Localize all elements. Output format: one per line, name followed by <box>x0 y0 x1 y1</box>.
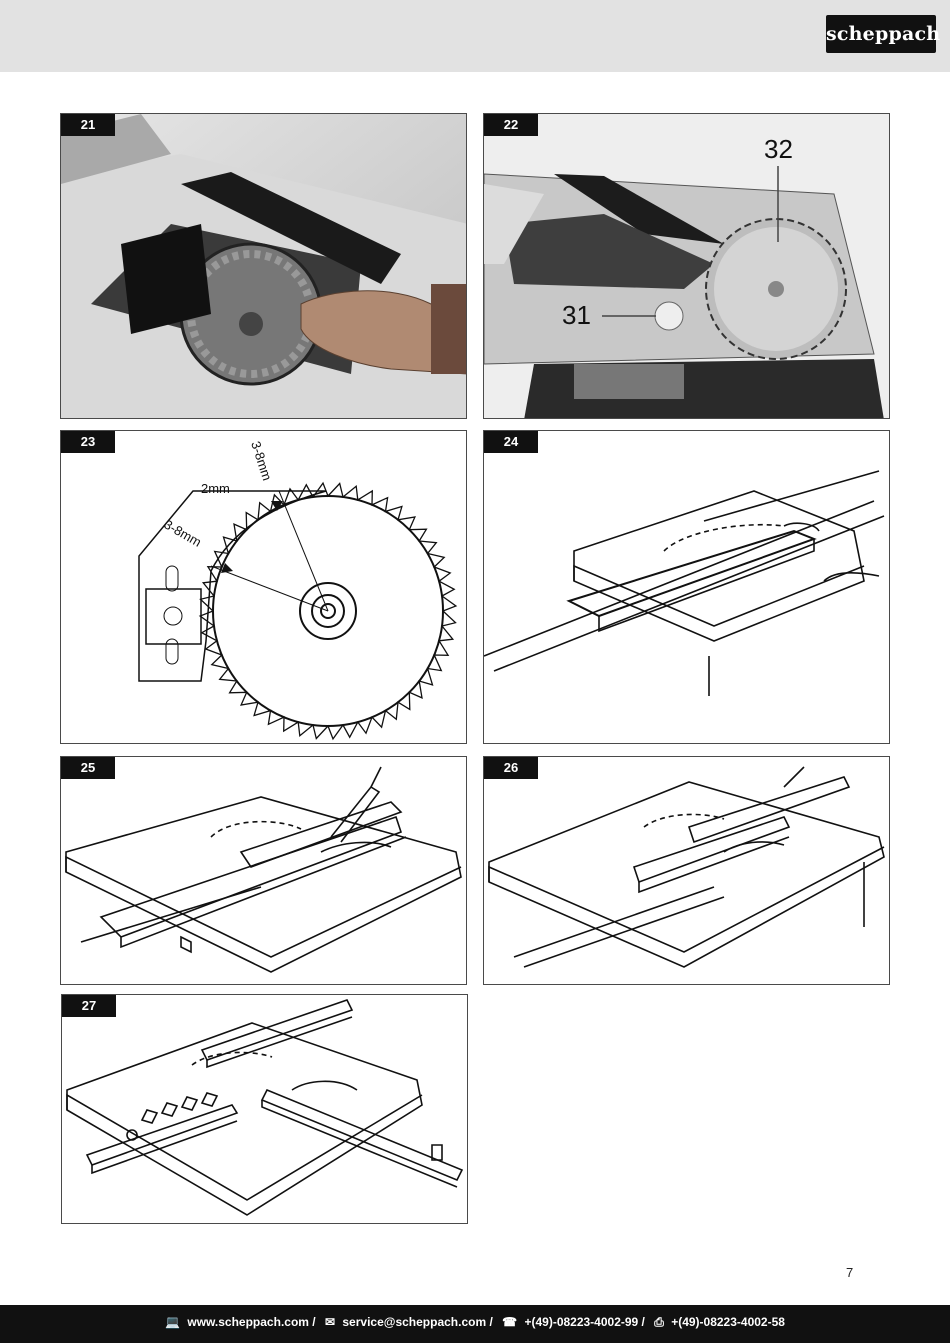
footer-fax: +(49)-08223-4002-58 <box>671 1315 785 1329</box>
diagram-riving-knife-distance: 2mm 3-8mm 3-8mm <box>138 439 458 741</box>
mail-icon: ✉ <box>324 1315 336 1329</box>
header-bar: scheppach <box>0 0 950 72</box>
figure-number: 21 <box>61 114 115 136</box>
figure-24: 24 <box>483 430 890 744</box>
label-3-8mm-side: 3-8mm <box>162 517 205 550</box>
callout-32: 32 <box>764 134 793 164</box>
fax-icon: ⎙ <box>654 1315 664 1329</box>
photo-blade-mounting: 32 31 <box>484 114 889 418</box>
figure-27: 27 <box>61 994 468 1224</box>
drawing-push-stick-cut <box>65 766 462 973</box>
figure-number: 23 <box>61 431 115 453</box>
drawing-longitudinal-cut <box>484 470 885 696</box>
figure-number: 24 <box>484 431 538 453</box>
label-3-8mm-top: 3-8mm <box>248 439 275 482</box>
computer-icon: 💻 <box>165 1315 181 1329</box>
figure-number: 25 <box>61 757 115 779</box>
figure-26: 26 <box>483 756 890 985</box>
page-number: 7 <box>846 1265 854 1280</box>
figure-23: 23 2mm 3-8mm 3-8mm <box>60 430 467 744</box>
drawing-cross-cut <box>66 999 464 1216</box>
figure-22: 22 32 31 <box>483 113 890 419</box>
figure-21: 21 <box>60 113 467 419</box>
figure-25: 25 <box>60 756 467 985</box>
figure-number: 27 <box>62 995 116 1017</box>
footer-website-link[interactable]: www.scheppach.com / <box>187 1315 316 1329</box>
callout-31: 31 <box>562 300 591 330</box>
figure-number: 26 <box>484 757 538 779</box>
figure-number: 22 <box>484 114 538 136</box>
label-2mm: 2mm <box>201 481 230 496</box>
photo-blade-removal <box>61 114 466 418</box>
brand-logo: scheppach <box>826 15 940 53</box>
footer-phone: +(49)-08223-4002-99 / <box>524 1315 645 1329</box>
phone-icon: ☎ <box>502 1315 518 1329</box>
drawing-narrow-cut <box>488 766 885 968</box>
saw-blade-teeth <box>198 481 458 741</box>
footer-email-link[interactable]: service@scheppach.com / <box>342 1315 493 1329</box>
footer-contact-bar: 💻 www.scheppach.com / ✉ service@scheppac… <box>0 1305 950 1343</box>
